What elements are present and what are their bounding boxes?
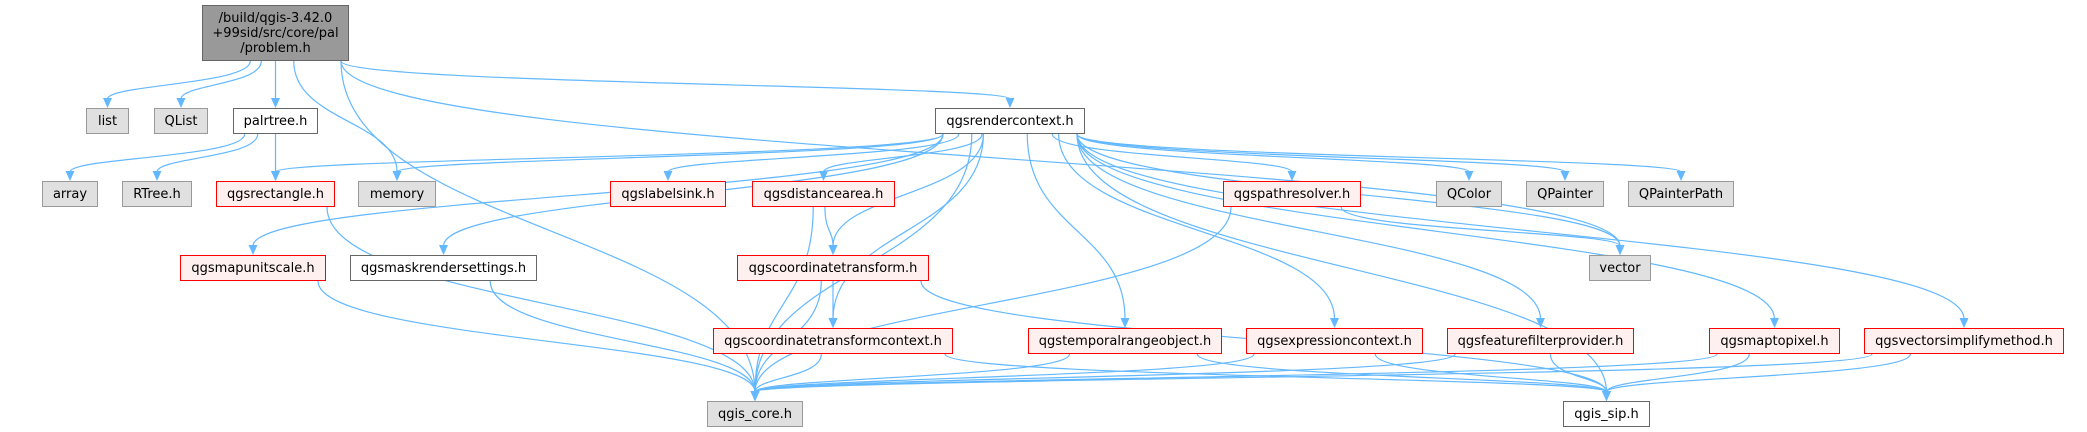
- arrowhead-icon: [1120, 318, 1130, 328]
- edge-rendercontext-to-QPainterPath: [1076, 133, 1682, 173]
- edge-rendercontext-to-maptopixel: [1076, 133, 1776, 320]
- edge-featurefilterprovider-to-qgis_core: [754, 353, 1456, 393]
- arrowhead-icon: [248, 245, 258, 255]
- node-list[interactable]: list: [86, 108, 129, 134]
- edge-vectorsimplifymethod-to-qgis_sip: [1605, 353, 1911, 393]
- edge-featurefilterprovider-to-qgis_sip: [1549, 353, 1608, 393]
- node-labelsink[interactable]: qgslabelsink.h: [610, 181, 726, 207]
- edge-rendercontext-to-temporalrangeobject: [1026, 133, 1126, 320]
- edge-distancearea-to-qgis_core: [754, 206, 814, 393]
- edge-rectangle-to-qgis_core: [326, 206, 756, 393]
- edge-temporalrangeobject-to-qgis_core: [754, 353, 1071, 393]
- edge-rendercontext-to-coordinatetransformcontext: [832, 133, 985, 320]
- edge-problem-to-QList: [180, 60, 262, 100]
- node-palrtree[interactable]: palrtree.h: [233, 108, 318, 134]
- node-rendercontext[interactable]: qgsrendercontext.h: [935, 108, 1085, 134]
- node-pathresolver[interactable]: qgspathresolver.h: [1223, 181, 1361, 207]
- edge-rendercontext-to-QColor: [1076, 133, 1470, 173]
- node-qpainter[interactable]: QPainter: [1526, 181, 1604, 207]
- arrowhead-icon: [1287, 171, 1297, 181]
- edge-coordinatetransformcontext-to-qgis_sip: [944, 353, 1608, 393]
- arrowhead-icon: [1959, 318, 1969, 328]
- arrowhead-icon: [1770, 318, 1779, 328]
- node-mapunitscale[interactable]: qgsmapunitscale.h: [180, 255, 326, 281]
- edge-problem-to-qgis_core: [340, 60, 756, 393]
- node-expressioncontext[interactable]: qgsexpressioncontext.h: [1246, 328, 1423, 354]
- node-vector[interactable]: vector: [1589, 255, 1651, 281]
- arrowhead-icon: [152, 171, 162, 181]
- arrowhead-icon: [439, 245, 448, 255]
- arrowhead-icon: [1464, 171, 1474, 181]
- edge-problem-to-memory: [293, 60, 398, 173]
- edge-rendercontext-to-expressioncontext: [1058, 133, 1336, 320]
- node-memory[interactable]: memory: [358, 181, 436, 207]
- node-qlist[interactable]: QList: [154, 108, 208, 134]
- edge-rendercontext-to-QPainter: [1076, 133, 1566, 173]
- arrowhead-icon: [65, 171, 75, 181]
- arrowhead-icon: [392, 171, 402, 181]
- arrowhead-icon: [176, 98, 186, 108]
- node-rectangle[interactable]: qgsrectangle.h: [216, 181, 335, 207]
- node-maskrendersettings[interactable]: qgsmaskrendersettings.h: [350, 255, 537, 281]
- node-qcolor[interactable]: QColor: [1436, 181, 1502, 207]
- arrowhead-icon: [1536, 318, 1545, 328]
- edge-rendercontext-to-featurefilterprovider: [1076, 133, 1542, 320]
- node-coordinatetransformcontext[interactable]: qgscoordinatetransformcontext.h: [713, 328, 953, 354]
- edge-rendercontext-to-memory: [396, 133, 944, 173]
- arrowhead-icon: [1560, 171, 1570, 181]
- edge-mapunitscale-to-qgis_core: [317, 280, 756, 393]
- arrowhead-icon: [828, 318, 838, 328]
- edge-vectorsimplifymethod-to-qgis_core: [754, 353, 1873, 393]
- edge-pathresolver-to-vector: [1340, 206, 1621, 247]
- arrowhead-icon: [1615, 245, 1625, 255]
- node-vectorsimplifymethod[interactable]: qgsvectorsimplifymethod.h: [1864, 328, 2064, 354]
- node-coordinatetransform[interactable]: qgscoordinatetransform.h: [737, 255, 929, 281]
- edge-expressioncontext-to-qgis_core: [754, 353, 1255, 393]
- edge-rendercontext-to-rectangle: [274, 133, 944, 173]
- edge-rendercontext-to-labelsink: [667, 133, 960, 173]
- node-qgis-sip[interactable]: qgis_sip.h: [1563, 401, 1650, 427]
- arrowhead-icon: [1676, 171, 1686, 181]
- edge-rendercontext-to-pathresolver: [1051, 133, 1293, 173]
- edge-palrtree-to-RTree: [156, 133, 259, 173]
- node-maptopixel[interactable]: qgsmaptopixel.h: [1709, 328, 1840, 354]
- node-array[interactable]: array: [42, 181, 98, 207]
- node-distancearea[interactable]: qgsdistancearea.h: [752, 181, 895, 207]
- arrowhead-icon: [271, 98, 280, 108]
- edge-rendercontext-to-distancearea: [822, 133, 983, 173]
- arrowhead-icon: [1005, 98, 1015, 108]
- arrowhead-icon: [828, 245, 838, 255]
- edge-maptopixel-to-qgis_sip: [1605, 353, 1750, 393]
- edge-maskrendersettings-to-qgis_core: [489, 280, 756, 393]
- arrowhead-icon: [271, 171, 280, 181]
- arrowhead-icon: [750, 391, 760, 401]
- arrowhead-icon: [819, 171, 828, 181]
- node-temporalrangeobject[interactable]: qgstemporalrangeobject.h: [1028, 328, 1222, 354]
- arrowhead-icon: [1602, 391, 1611, 401]
- edge-pathresolver-to-qgis_core: [754, 206, 1232, 393]
- edge-problem-to-vector: [340, 60, 1621, 247]
- node-problem[interactable]: /build/qgis-3.42.0 +99sid/src/core/pal /…: [202, 5, 349, 61]
- edge-distancearea-to-coordinatetransform: [824, 206, 834, 247]
- edge-expressioncontext-to-qgis_sip: [1374, 353, 1608, 393]
- arrowhead-icon: [663, 171, 673, 181]
- edge-rendercontext-to-vectorsimplifymethod: [1076, 133, 1965, 320]
- arrowhead-icon: [1330, 318, 1339, 328]
- node-featurefilterprovider[interactable]: qgsfeaturefilterprovider.h: [1447, 328, 1634, 354]
- edge-palrtree-to-array: [69, 133, 246, 173]
- edge-problem-to-rendercontext: [340, 60, 1011, 100]
- edge-rendercontext-to-coordinatetransform: [832, 133, 985, 247]
- arrowhead-icon: [103, 98, 112, 108]
- node-qpainterpath[interactable]: QPainterPath: [1628, 181, 1734, 207]
- node-qgis-core[interactable]: qgis_core.h: [707, 401, 803, 427]
- node-rtree[interactable]: RTree.h: [122, 181, 192, 207]
- edge-problem-to-list: [106, 60, 251, 100]
- edge-coordinatetransformcontext-to-qgis_core: [754, 353, 822, 393]
- edge-temporalrangeobject-to-qgis_sip: [1196, 353, 1608, 393]
